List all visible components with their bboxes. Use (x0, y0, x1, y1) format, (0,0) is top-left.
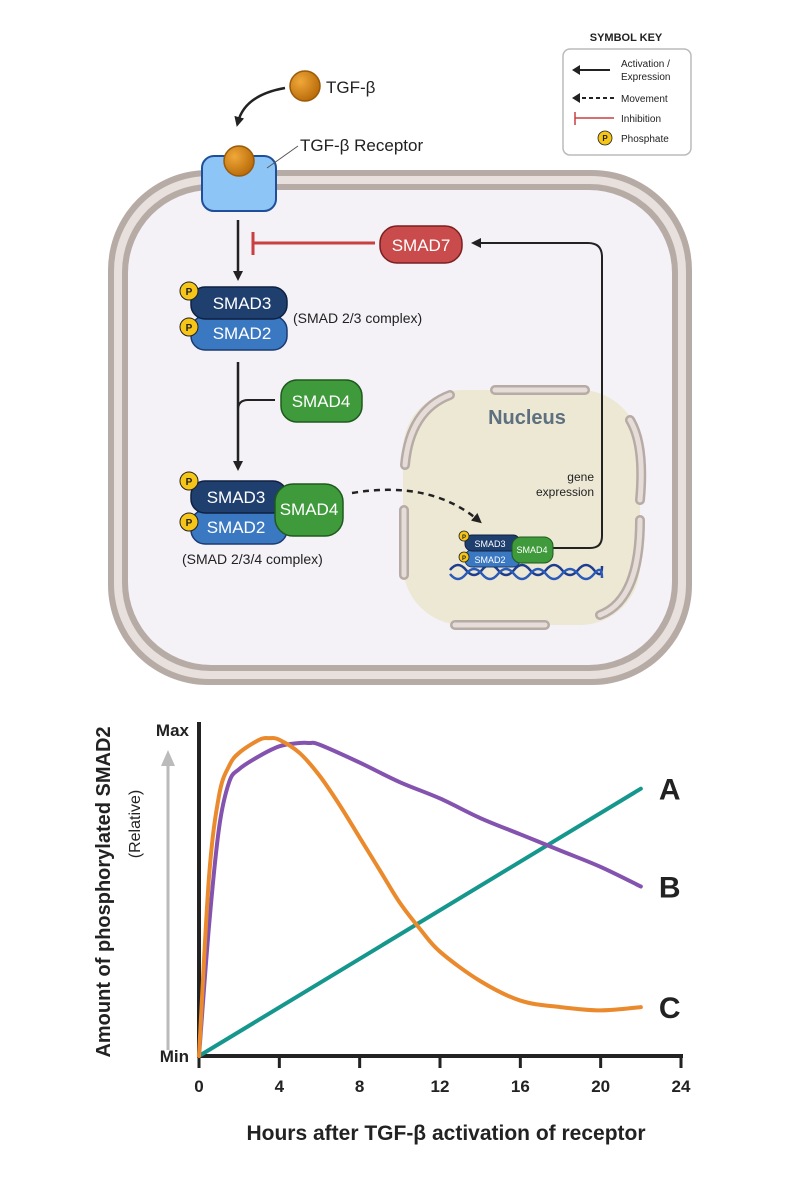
symbol-key: SYMBOL KEY Activation / Expression Movem… (562, 32, 692, 156)
solid-arrow-icon (572, 65, 610, 75)
svg-text:SMAD4: SMAD4 (280, 500, 339, 519)
nucleus: Nucleus (399, 385, 647, 630)
ligand-label: TGF-β (326, 78, 376, 97)
series-label-c: C (659, 992, 681, 1025)
phosphate-icon: P (458, 530, 470, 542)
smad7-protein: SMAD7 (379, 225, 463, 264)
svg-text:Expression: Expression (621, 72, 670, 83)
x-axis-title: Hours after TGF-β activation of receptor (246, 1122, 645, 1145)
svg-text:SMAD7: SMAD7 (392, 236, 451, 255)
x-tick-label: 20 (591, 1077, 610, 1096)
series-label-a: A (659, 774, 681, 807)
svg-text:Movement: Movement (621, 94, 668, 105)
phosphate-icon: P (179, 512, 199, 532)
svg-text:SMAD2: SMAD2 (207, 518, 266, 537)
series-line-a (197, 786, 643, 1058)
inhibition-bar-icon (574, 112, 614, 125)
svg-text:P: P (186, 323, 193, 334)
nucleus-label: Nucleus (488, 407, 566, 429)
gene-expression-arrow (471, 238, 603, 549)
svg-text:SMAD4: SMAD4 (516, 545, 547, 555)
series-label-b: B (659, 871, 681, 904)
svg-text:SMAD3: SMAD3 (213, 294, 272, 313)
series-line-b (197, 740, 643, 1058)
smad7-inhibition (251, 232, 375, 255)
smad234-complex: SMAD2 SMAD3 SMAD4 P P (179, 471, 344, 545)
svg-text:Inhibition: Inhibition (621, 114, 661, 125)
nuclear-smad-complex: SMAD2 SMAD3 SMAD4 P P (458, 530, 554, 568)
phosphate-icon: P (179, 471, 199, 491)
tgf-beta-pathway-diagram: Nucleus TGF-β TGF-β Receptor SMAD7 SMAD2… (108, 32, 692, 685)
phosphate-icon: P (179, 317, 199, 337)
movement-arrow (351, 488, 482, 524)
symbol-key-title: SYMBOL KEY (590, 32, 663, 44)
svg-text:SMAD3: SMAD3 (474, 539, 505, 549)
y-tick-label: Min (160, 1047, 189, 1066)
x-tick-label: 24 (672, 1077, 691, 1096)
bound-ligand-icon (223, 145, 255, 177)
series-line-c (197, 736, 643, 1058)
phosphate-icon: P (458, 551, 470, 563)
svg-text:SMAD3: SMAD3 (207, 488, 266, 507)
smad23-complex-label: (SMAD 2/3 complex) (293, 310, 422, 326)
dna-helix-icon (449, 563, 604, 581)
receptor-label-leader (266, 145, 299, 169)
smad4-free-protein: SMAD4 (280, 379, 363, 423)
gene-expression-label-2: expression (536, 485, 594, 499)
svg-text:Activation /: Activation / (621, 59, 670, 70)
increase-arrow-icon (161, 750, 175, 1050)
svg-text:P: P (602, 134, 608, 143)
svg-text:P: P (462, 556, 466, 562)
smad234-complex-label: (SMAD 2/3/4 complex) (182, 551, 323, 567)
phosphate-icon: P (597, 130, 613, 146)
phosphate-icon: P (179, 281, 199, 301)
y-axis-title: Amount of phosphorylated SMAD2 (93, 726, 115, 1057)
dashed-arrow-icon (572, 93, 614, 103)
svg-text:P: P (186, 287, 193, 298)
x-tick-label: 8 (355, 1077, 364, 1096)
smad23-complex: SMAD2 SMAD3 P P (179, 281, 288, 351)
ligand-binding-arrow (234, 86, 286, 127)
y-tick-label: Max (156, 721, 190, 740)
receptor-label: TGF-β Receptor (300, 136, 423, 155)
svg-text:Phosphate: Phosphate (621, 134, 669, 145)
svg-text:SMAD2: SMAD2 (213, 324, 272, 343)
y-axis-note: (Relative) (127, 790, 144, 858)
svg-text:P: P (186, 518, 193, 529)
svg-text:P: P (186, 477, 193, 488)
svg-text:P: P (462, 535, 466, 541)
svg-text:SMAD4: SMAD4 (292, 392, 351, 411)
x-tick-label: 4 (275, 1077, 285, 1096)
gene-expression-label-1: gene (567, 470, 594, 484)
smad2-phosphorylation-chart: Amount of phosphorylated SMAD2 (Relative… (93, 721, 691, 1145)
tgf-beta-ligand-icon (289, 70, 321, 102)
x-tick-label: 16 (511, 1077, 530, 1096)
svg-text:SMAD2: SMAD2 (474, 555, 505, 565)
x-tick-label: 12 (431, 1077, 450, 1096)
x-tick-label: 0 (194, 1077, 203, 1096)
